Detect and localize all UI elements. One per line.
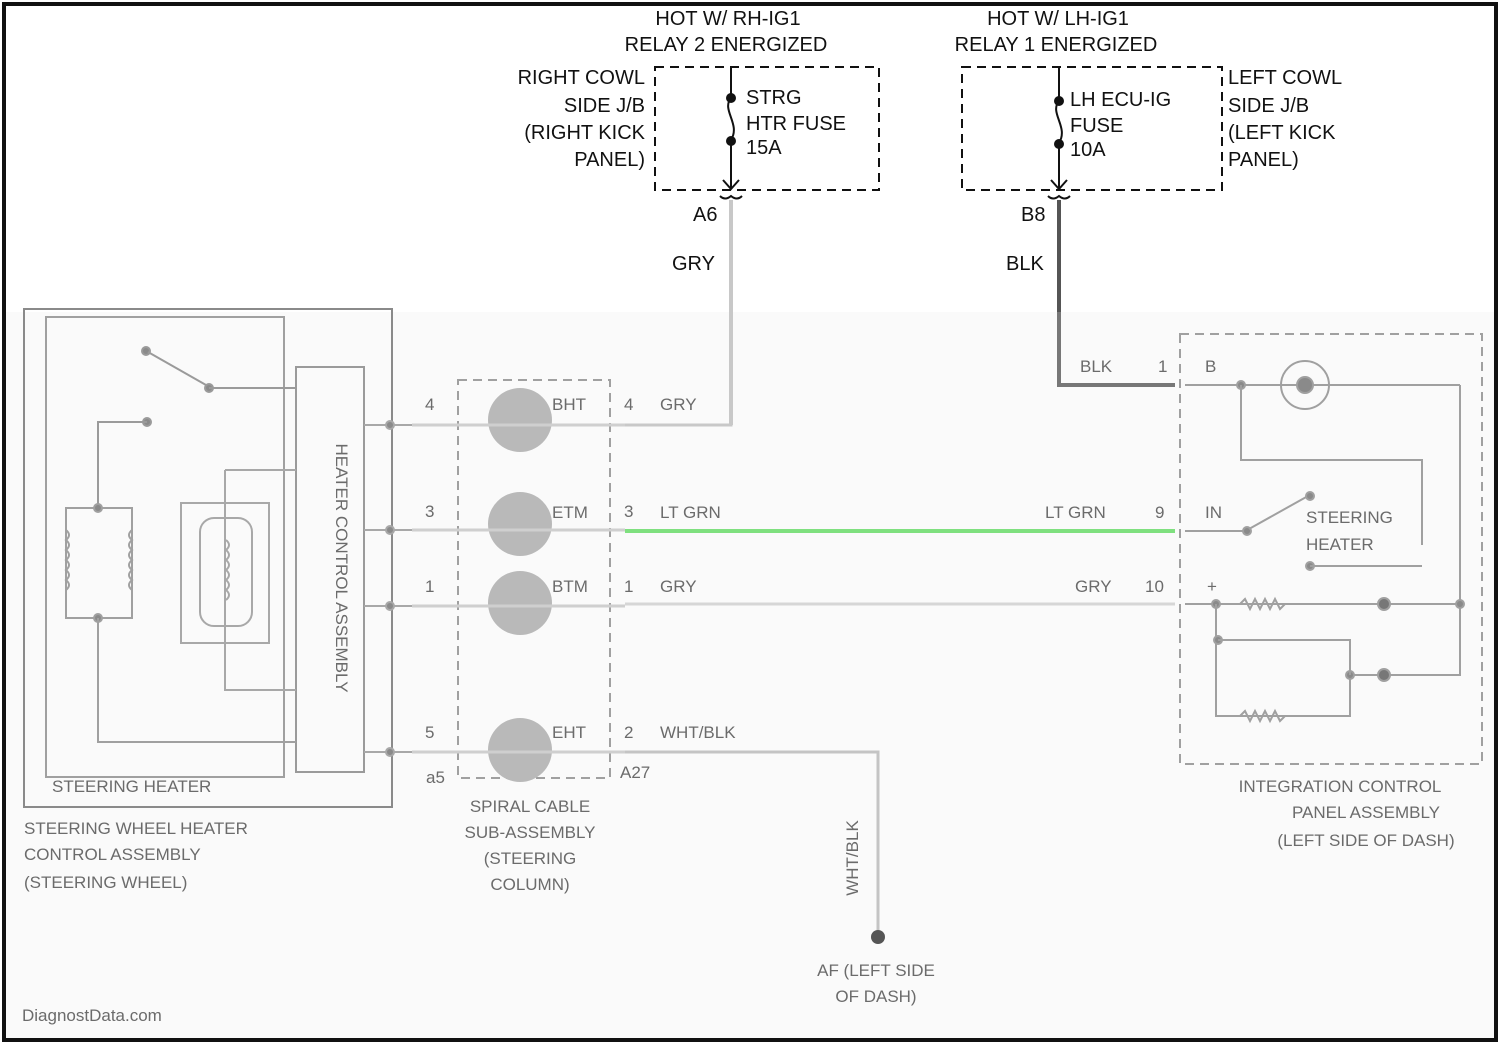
right-hot-label: HOT W/ RH-IG1 — [655, 8, 800, 30]
svg-text:LH ECU-IG: LH ECU-IG — [1070, 89, 1171, 111]
strg-htr-fuse — [720, 67, 742, 199]
right-wire-color: GRY — [672, 253, 715, 275]
wire-pin-ltgrn-b: 9 — [1155, 503, 1164, 522]
wire-label-gry-a: GRY — [660, 577, 697, 596]
svg-text:CONTROL ASSEMBLY: CONTROL ASSEMBLY — [24, 845, 201, 864]
svg-text:(STEERING WHEEL): (STEERING WHEEL) — [24, 873, 187, 892]
ground-wire-label: WHT/BLK — [843, 820, 862, 896]
wire-pin-blk-panel: 1 — [1158, 357, 1167, 376]
left-relay-label: RELAY 1 ENERGIZED — [955, 34, 1158, 56]
watermark: DiagnostData.com — [22, 1006, 162, 1025]
svg-text:2: 2 — [624, 723, 633, 742]
svg-text:AF (LEFT SIDE: AF (LEFT SIDE — [817, 961, 935, 980]
svg-text:4: 4 — [425, 395, 434, 414]
svg-text:STEERING WHEEL HEATER: STEERING WHEEL HEATER — [24, 819, 248, 838]
wire-label-ltgrn-b: LT GRN — [1045, 503, 1106, 522]
right-relay-label: RELAY 2 ENERGIZED — [625, 34, 828, 56]
left-jb-location: LEFT COWL SIDE J/B (LEFT KICK PANEL) — [1228, 67, 1342, 171]
svg-text:PANEL ASSEMBLY: PANEL ASSEMBLY — [1292, 803, 1440, 822]
right-pin-label: A6 — [693, 204, 717, 226]
wire-label-gry-b: GRY — [1075, 577, 1112, 596]
svg-text:HTR FUSE: HTR FUSE — [746, 113, 846, 135]
left-fuse-label: LH ECU-IG FUSE 10A — [1070, 89, 1171, 161]
svg-text:5: 5 — [425, 723, 434, 742]
svg-text:ETM: ETM — [552, 503, 588, 522]
wire-label-blk-panel: BLK — [1080, 357, 1113, 376]
svg-text:4: 4 — [624, 395, 633, 414]
heater-control-label: HEATER CONTROL ASSEMBLY — [332, 443, 351, 692]
left-wire-color: BLK — [1006, 253, 1044, 275]
svg-text:EHT: EHT — [552, 723, 586, 742]
svg-text:3: 3 — [425, 502, 434, 521]
svg-text:(LEFT KICK: (LEFT KICK — [1228, 122, 1336, 144]
svg-text:SPIRAL CABLE: SPIRAL CABLE — [470, 797, 590, 816]
svg-text:1: 1 — [425, 577, 434, 596]
svg-text:IN: IN — [1205, 503, 1222, 522]
svg-text:(LEFT SIDE OF DASH): (LEFT SIDE OF DASH) — [1277, 831, 1454, 850]
svg-text:RIGHT COWL: RIGHT COWL — [518, 67, 645, 89]
svg-text:SIDE J/B: SIDE J/B — [1228, 95, 1309, 117]
left-hot-label: HOT W/ LH-IG1 — [987, 8, 1129, 30]
svg-text:OF DASH): OF DASH) — [835, 987, 916, 1006]
svg-text:1: 1 — [624, 577, 633, 596]
svg-text:(STEERING: (STEERING — [484, 849, 577, 868]
svg-text:LEFT COWL: LEFT COWL — [1228, 67, 1342, 89]
wire-label-pin4: GRY — [660, 395, 697, 414]
svg-text:HEATER: HEATER — [1306, 535, 1374, 554]
svg-text:+: + — [1207, 577, 1217, 596]
wire-label-ltgrn-a: LT GRN — [660, 503, 721, 522]
svg-text:PANEL): PANEL) — [1228, 149, 1299, 171]
svg-text:(RIGHT KICK: (RIGHT KICK — [524, 122, 645, 144]
svg-text:BHT: BHT — [552, 395, 586, 414]
svg-text:COLUMN): COLUMN) — [490, 875, 569, 894]
lower-panel — [6, 312, 1494, 1038]
left-pin-label: B8 — [1021, 204, 1045, 226]
wire-pin-gry-b: 10 — [1145, 577, 1164, 596]
svg-text:10A: 10A — [1070, 139, 1106, 161]
steering-heater-label: STEERING HEATER — [52, 777, 211, 796]
svg-text:PANEL): PANEL) — [574, 149, 645, 171]
lh-ecu-ig-fuse — [1048, 67, 1070, 199]
svg-text:STRG: STRG — [746, 87, 802, 109]
svg-text:BTM: BTM — [552, 577, 588, 596]
svg-text:a5: a5 — [426, 768, 445, 787]
wire-label-whtblk: WHT/BLK — [660, 723, 736, 742]
svg-text:SUB-ASSEMBLY: SUB-ASSEMBLY — [464, 823, 595, 842]
svg-text:15A: 15A — [746, 137, 782, 159]
spiral-connector-label: A27 — [620, 763, 650, 782]
svg-text:FUSE: FUSE — [1070, 115, 1123, 137]
right-fuse-label: STRG HTR FUSE 15A — [746, 87, 846, 159]
svg-text:3: 3 — [624, 502, 633, 521]
ground-point — [871, 930, 885, 944]
svg-text:INTEGRATION CONTROL: INTEGRATION CONTROL — [1239, 777, 1442, 796]
svg-text:B: B — [1205, 357, 1216, 376]
right-jb-location: RIGHT COWL SIDE J/B (RIGHT KICK PANEL) — [518, 67, 646, 171]
svg-text:SIDE J/B: SIDE J/B — [564, 95, 645, 117]
svg-text:STEERING: STEERING — [1306, 508, 1393, 527]
